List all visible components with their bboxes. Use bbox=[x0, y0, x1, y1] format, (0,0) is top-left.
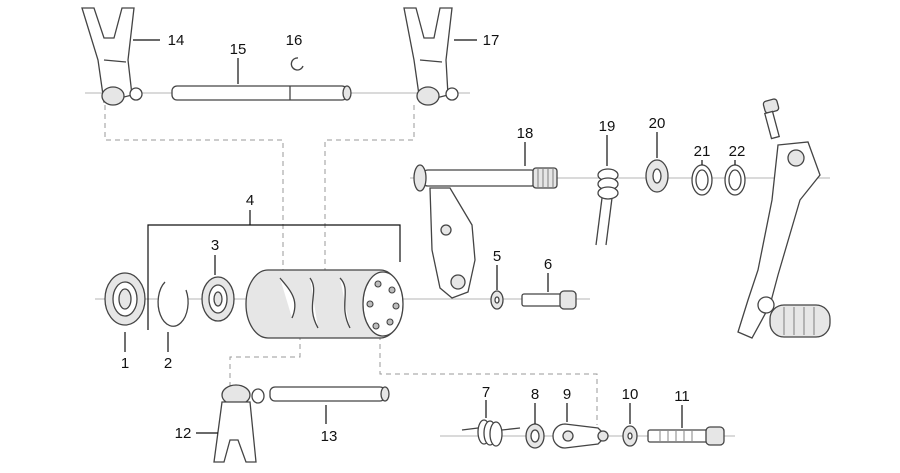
callout-4: 4 bbox=[246, 192, 254, 209]
bearing-small bbox=[201, 276, 235, 322]
callout-22: 22 bbox=[729, 143, 746, 160]
collar bbox=[525, 423, 545, 449]
shift-fork-lower bbox=[213, 384, 265, 463]
stopper-arm bbox=[552, 423, 609, 449]
callout-5: 5 bbox=[493, 248, 501, 265]
washer-20 bbox=[645, 159, 669, 193]
callout-21: 21 bbox=[694, 143, 711, 160]
callout-16: 16 bbox=[286, 32, 303, 49]
gear-shift-pedal bbox=[737, 98, 831, 339]
callout-labels: 1 2 3 4 5 6 7 8 9 10 11 12 13 14 15 16 1… bbox=[121, 32, 746, 445]
washer-10 bbox=[622, 425, 638, 447]
callout-12: 12 bbox=[175, 425, 192, 442]
washer-5 bbox=[490, 290, 504, 310]
fork-shaft-lower bbox=[269, 386, 390, 402]
callout-15: 15 bbox=[230, 41, 247, 58]
callout-18: 18 bbox=[517, 125, 534, 142]
shift-fork-left bbox=[81, 7, 143, 106]
small-clip bbox=[290, 57, 304, 71]
callout-9: 9 bbox=[563, 386, 571, 403]
washer-21 bbox=[691, 164, 713, 196]
callout-8: 8 bbox=[531, 386, 539, 403]
callout-3: 3 bbox=[211, 237, 219, 254]
washer-22 bbox=[724, 164, 746, 196]
callout-17: 17 bbox=[483, 32, 500, 49]
callout-19: 19 bbox=[599, 118, 616, 135]
fork-shaft bbox=[171, 85, 352, 101]
callout-6: 6 bbox=[544, 256, 552, 273]
dashed-assembly-guides bbox=[104, 105, 598, 425]
return-spring bbox=[595, 168, 619, 246]
callout-11: 11 bbox=[674, 388, 690, 405]
shift-shaft bbox=[413, 164, 558, 299]
callout-7: 7 bbox=[482, 384, 490, 401]
callout-14: 14 bbox=[168, 32, 185, 49]
circlip bbox=[157, 281, 189, 327]
callout-10: 10 bbox=[622, 386, 639, 403]
stopper-spring bbox=[461, 419, 521, 447]
bolt-11 bbox=[647, 426, 725, 446]
bearing-large bbox=[104, 272, 146, 326]
shift-fork-right bbox=[403, 7, 459, 106]
leader-lines bbox=[124, 39, 736, 434]
callout-13: 13 bbox=[321, 428, 338, 445]
bolt-6 bbox=[521, 290, 577, 310]
callout-2: 2 bbox=[164, 355, 172, 372]
shift-drum bbox=[245, 269, 404, 339]
callout-20: 20 bbox=[649, 115, 666, 132]
callout-1: 1 bbox=[121, 355, 129, 372]
